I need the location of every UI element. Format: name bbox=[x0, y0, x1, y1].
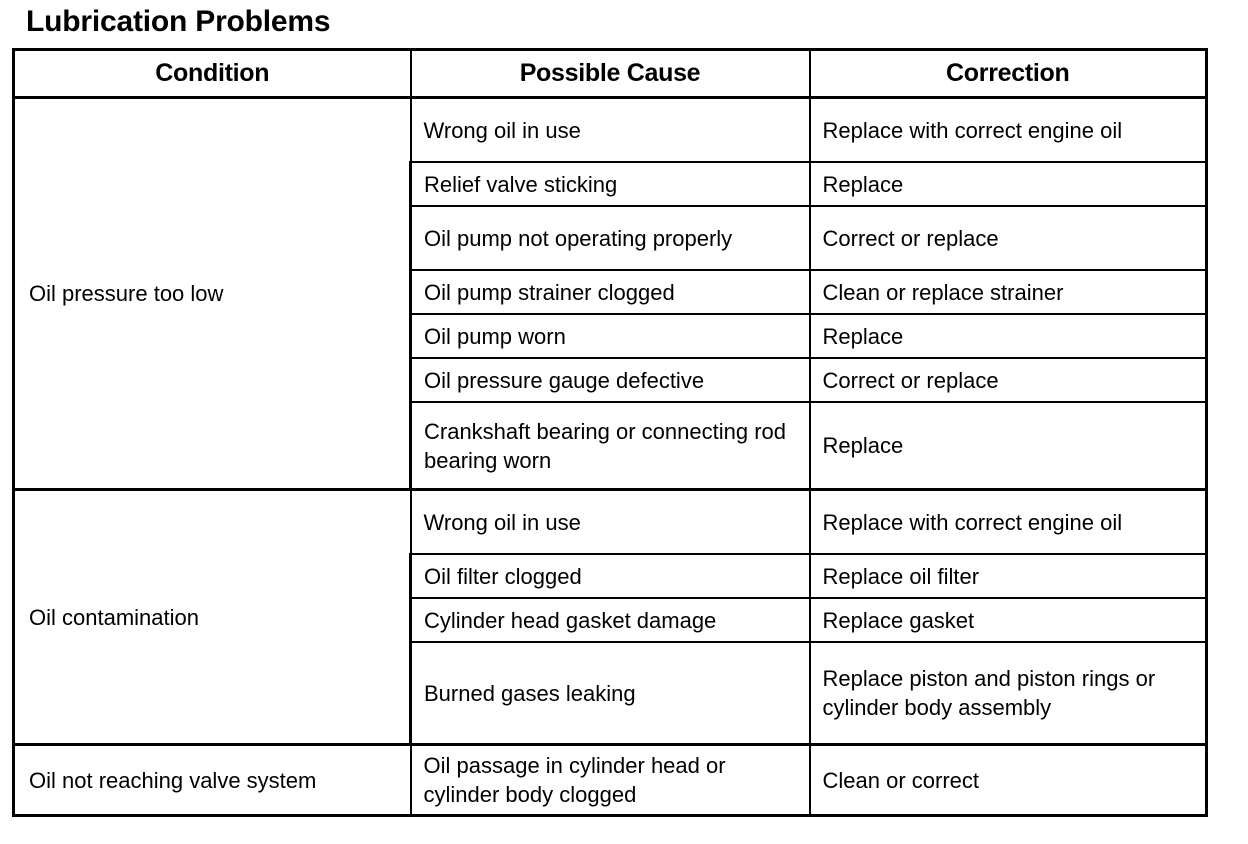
cause-text: Oil filter clogged bbox=[424, 563, 582, 589]
cause-cell: Relief valve sticking bbox=[409, 161, 811, 207]
table-row: Burned gases leaking Replace piston and … bbox=[14, 641, 1208, 746]
cause-cell: Cylinder head gasket damage bbox=[409, 597, 811, 643]
cause-cell: Oil filter clogged bbox=[409, 553, 811, 599]
correction-cell: Replace oil filter bbox=[808, 553, 1208, 599]
correction-text: Clean or replace strainer bbox=[822, 279, 1064, 305]
table-row: Cylinder head gasket damage Replace gask… bbox=[14, 597, 1208, 643]
cause-cell: Wrong oil in use bbox=[409, 488, 811, 555]
table-row: Oil pump worn Replace bbox=[14, 313, 1208, 359]
cause-text: Burned gases leaking bbox=[424, 680, 636, 706]
cause-cell: Oil pressure gauge defective bbox=[409, 357, 811, 403]
correction-text: Clean or correct bbox=[822, 767, 980, 793]
correction-text: Replace bbox=[822, 433, 904, 458]
correction-text: Replace piston and piston rings or cylin… bbox=[822, 666, 1156, 720]
table-row: Crankshaft bearing or connecting rod bea… bbox=[14, 401, 1208, 491]
cause-text: Oil pump worn bbox=[424, 323, 566, 349]
table-row: Oil pressure too low Wrong oil in use Re… bbox=[12, 96, 1208, 491]
correction-cell: Replace with correct engine oil bbox=[808, 96, 1208, 163]
cause-cell: Burned gases leaking bbox=[409, 641, 811, 746]
cause-text: Oil pump strainer clogged bbox=[424, 279, 675, 305]
table-header: Condition Possible Cause Correction bbox=[12, 48, 1208, 99]
cause-text: Oil passage in cylinder head or cylinder… bbox=[423, 753, 726, 807]
cause-text: Cylinder head gasket damage bbox=[424, 607, 717, 633]
table-row: Oil pump not operating properly Correct … bbox=[14, 205, 1208, 271]
condition-label: Oil not reaching valve system bbox=[29, 767, 317, 793]
correction-cell: Replace gasket bbox=[808, 597, 1208, 643]
cause-cell: Oil pump not operating properly bbox=[409, 205, 811, 271]
correction-cell: Replace bbox=[808, 161, 1208, 207]
page-title: Lubrication Problems bbox=[26, 5, 331, 38]
correction-cell: Clean or replace strainer bbox=[808, 269, 1208, 315]
column-header-cause: Possible Cause bbox=[409, 48, 811, 99]
correction-cell: Clean or correct bbox=[808, 743, 1208, 817]
correction-cell: Correct or replace bbox=[808, 357, 1208, 403]
correction-text: Replace with correct engine oil bbox=[822, 117, 1123, 143]
column-header-condition: Condition bbox=[12, 48, 412, 99]
correction-cell: Correct or replace bbox=[808, 205, 1208, 271]
cause-text: Oil pump not operating properly bbox=[424, 225, 733, 251]
correction-cell: Replace bbox=[808, 313, 1208, 359]
condition-cell: Oil not reaching valve system bbox=[12, 743, 412, 817]
correction-text: Correct or replace bbox=[822, 225, 999, 251]
cause-cell: Oil pump strainer clogged bbox=[409, 269, 811, 315]
correction-text: Replace bbox=[822, 323, 904, 349]
correction-text: Replace oil filter bbox=[822, 563, 980, 589]
table-row: Oil filter clogged Replace oil filter bbox=[14, 553, 1208, 599]
cause-text: Wrong oil in use bbox=[423, 117, 581, 143]
cause-text: Crankshaft bearing or connecting rod bea… bbox=[424, 418, 786, 473]
correction-cell: Replace piston and piston rings or cylin… bbox=[808, 641, 1208, 746]
cause-text: Oil pressure gauge defective bbox=[424, 367, 705, 393]
correction-text: Replace with correct engine oil bbox=[822, 509, 1123, 535]
cause-cell: Oil pump worn bbox=[409, 313, 811, 359]
column-header-correction: Correction bbox=[808, 48, 1208, 99]
cause-text: Wrong oil in use bbox=[423, 509, 581, 535]
lubrication-problems-table: Condition Possible Cause Correction Oil … bbox=[12, 48, 1208, 817]
table-body: Oil pressure too low Wrong oil in use Re… bbox=[12, 96, 1208, 817]
condition-cell: Oil contamination bbox=[12, 488, 412, 746]
cause-cell: Crankshaft bearing or connecting rod bea… bbox=[409, 401, 811, 491]
table-row: Relief valve sticking Replace bbox=[14, 161, 1208, 207]
table-header-row: Condition Possible Cause Correction bbox=[12, 48, 1208, 99]
correction-cell: Replace bbox=[808, 401, 1208, 491]
condition-label: Oil pressure too low bbox=[29, 281, 224, 306]
condition-cell: Oil pressure too low bbox=[12, 96, 412, 491]
cause-text: Relief valve sticking bbox=[424, 171, 618, 197]
cause-cell: Wrong oil in use bbox=[409, 96, 811, 163]
table-row: Oil not reaching valve system Oil passag… bbox=[12, 743, 1208, 817]
correction-text: Correct or replace bbox=[822, 367, 999, 393]
table-row: Oil pump strainer clogged Clean or repla… bbox=[14, 269, 1208, 315]
correction-text: Replace gasket bbox=[822, 607, 975, 633]
condition-label: Oil contamination bbox=[29, 604, 199, 630]
table-row: Oil pressure gauge defective Correct or … bbox=[14, 357, 1208, 403]
correction-cell: Replace with correct engine oil bbox=[808, 488, 1208, 555]
correction-text: Replace bbox=[822, 171, 904, 197]
cause-cell: Oil passage in cylinder head or cylinder… bbox=[409, 743, 811, 817]
table-row: Oil contamination Wrong oil in use Repla… bbox=[12, 488, 1208, 746]
